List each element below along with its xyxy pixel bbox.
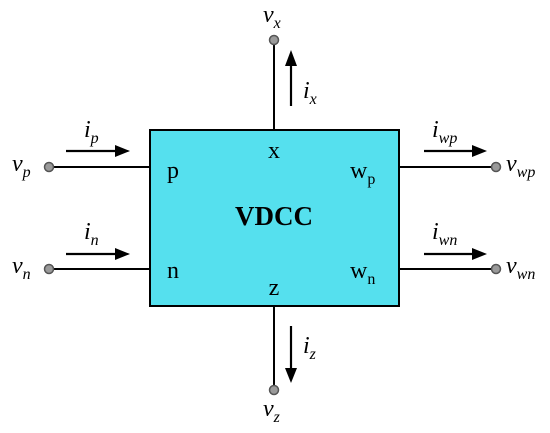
port-label-z: z xyxy=(269,275,280,301)
voltage-label-vx: vx xyxy=(263,2,281,32)
arrow-ip xyxy=(66,145,130,157)
current-label-ip: ip xyxy=(84,117,99,147)
terminal-z xyxy=(268,384,280,396)
port-label-wp: wp xyxy=(350,158,375,188)
current-label-ix: ix xyxy=(303,78,317,108)
port-label-n: n xyxy=(167,258,179,284)
block-title: VDCC xyxy=(235,201,313,231)
current-label-in: in xyxy=(84,219,99,249)
current-label-iz: iz xyxy=(303,333,317,363)
arrow-iz xyxy=(285,326,297,383)
current-label-iwn: iwn xyxy=(432,219,457,249)
arrow-iwn xyxy=(424,248,487,260)
terminal-x xyxy=(268,34,280,46)
terminal-wp xyxy=(490,161,502,173)
voltage-label-vwp: vwp xyxy=(506,151,535,181)
arrow-iwp xyxy=(424,145,487,157)
current-label-iwp: iwp xyxy=(432,117,457,147)
terminal-n xyxy=(43,263,55,275)
voltage-label-vn: vn xyxy=(12,253,31,283)
voltage-label-vp: vp xyxy=(12,151,31,181)
port-label-wn: wn xyxy=(350,258,375,288)
port-label-p: p xyxy=(167,158,179,184)
arrow-ix xyxy=(285,50,297,106)
port-label-x: x xyxy=(268,138,280,164)
voltage-label-vz: vz xyxy=(263,396,281,426)
arrow-in xyxy=(66,248,130,260)
terminal-wn xyxy=(490,263,502,275)
vdcc-block xyxy=(149,129,400,307)
terminal-p xyxy=(43,161,55,173)
voltage-label-vwn: vwn xyxy=(506,253,535,283)
